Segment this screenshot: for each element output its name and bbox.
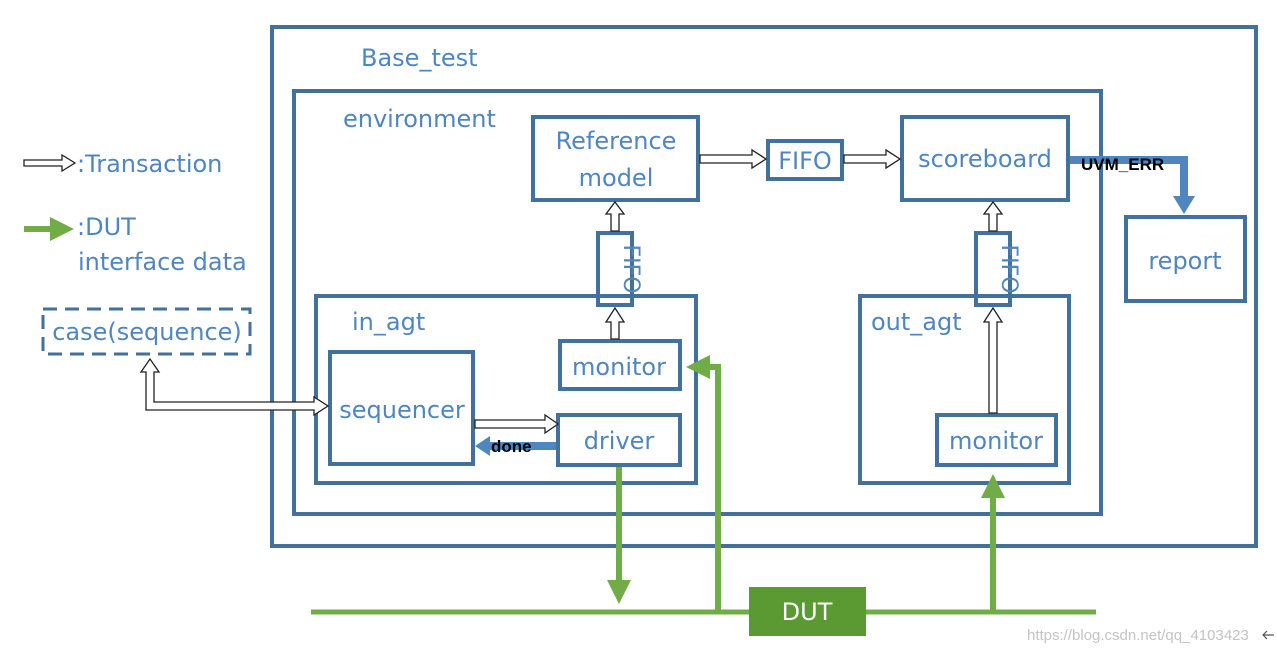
out-monitor-box (935, 413, 1058, 467)
back-arrow-icon (1262, 630, 1274, 640)
dut-box (749, 587, 866, 636)
case-sequence-label: case(sequence) (52, 318, 242, 346)
base-test-label: Base_test (361, 44, 478, 72)
legend-dut-label-line2: interface data (78, 248, 247, 276)
scoreboard-box (900, 115, 1070, 202)
uvm-err-arrow (1070, 156, 1195, 214)
reference-model-label-line1: Reference (556, 127, 677, 155)
in-monitor-box (558, 339, 682, 391)
dut-label: DUT (782, 598, 833, 626)
out-agt-label: out_agt (871, 308, 962, 336)
in-agt-label: in_agt (352, 308, 425, 336)
driver-box (556, 413, 682, 467)
legend-transaction-label: :Transaction (77, 150, 222, 178)
done-label: done (491, 437, 532, 456)
report-box (1124, 215, 1247, 303)
transaction-arrow-fifo-to-scoreboard-out (982, 200, 1004, 232)
in-agt-box (314, 294, 698, 485)
fifo-in-box (596, 231, 634, 307)
sequencer-label: sequencer (339, 396, 465, 424)
transaction-arrow-monitor-to-fifo (604, 306, 626, 340)
out-monitor-label: monitor (949, 427, 1043, 455)
legend-transaction-arrow (23, 153, 77, 173)
transaction-arrow-fifo-to-scoreboard (843, 148, 902, 170)
transaction-arrow-monitor-to-fifo-out (982, 306, 1004, 414)
reference-model-label-line2: model (579, 164, 654, 192)
fifo-mid-label: FIFO (778, 147, 832, 175)
watermark-text: https://blog.csdn.net/qq_4103423 (1027, 627, 1249, 644)
fifo-out-label: FIFO (996, 244, 1021, 293)
driver-label: driver (584, 427, 655, 455)
case-sequence-box (41, 307, 252, 356)
base-test-box (270, 25, 1258, 548)
sequencer-box (328, 350, 475, 466)
environment-label: environment (343, 105, 496, 133)
transaction-arrow-case-to-sequencer (139, 357, 330, 417)
done-arrow (475, 436, 556, 456)
reference-model-box (531, 115, 700, 202)
transaction-arrow-sequencer-to-driver (474, 413, 560, 435)
legend-dut-label-line1: :DUT (77, 213, 136, 241)
fifo-in-label: FIFO (618, 244, 643, 293)
transaction-arrow-fifo-to-refmodel (604, 200, 626, 232)
out-agt-box (858, 294, 1071, 485)
in-monitor-label: monitor (572, 353, 666, 381)
scoreboard-label: scoreboard (918, 145, 1052, 173)
report-label: report (1148, 247, 1221, 275)
dut-to-in-monitor-arrow (686, 355, 721, 610)
fifo-out-box (974, 231, 1012, 307)
environment-box (292, 89, 1103, 516)
transaction-arrow-refmodel-to-fifo (699, 148, 768, 170)
uvm-err-label: UVM_ERR (1081, 155, 1164, 174)
fifo-mid-box (766, 139, 844, 181)
